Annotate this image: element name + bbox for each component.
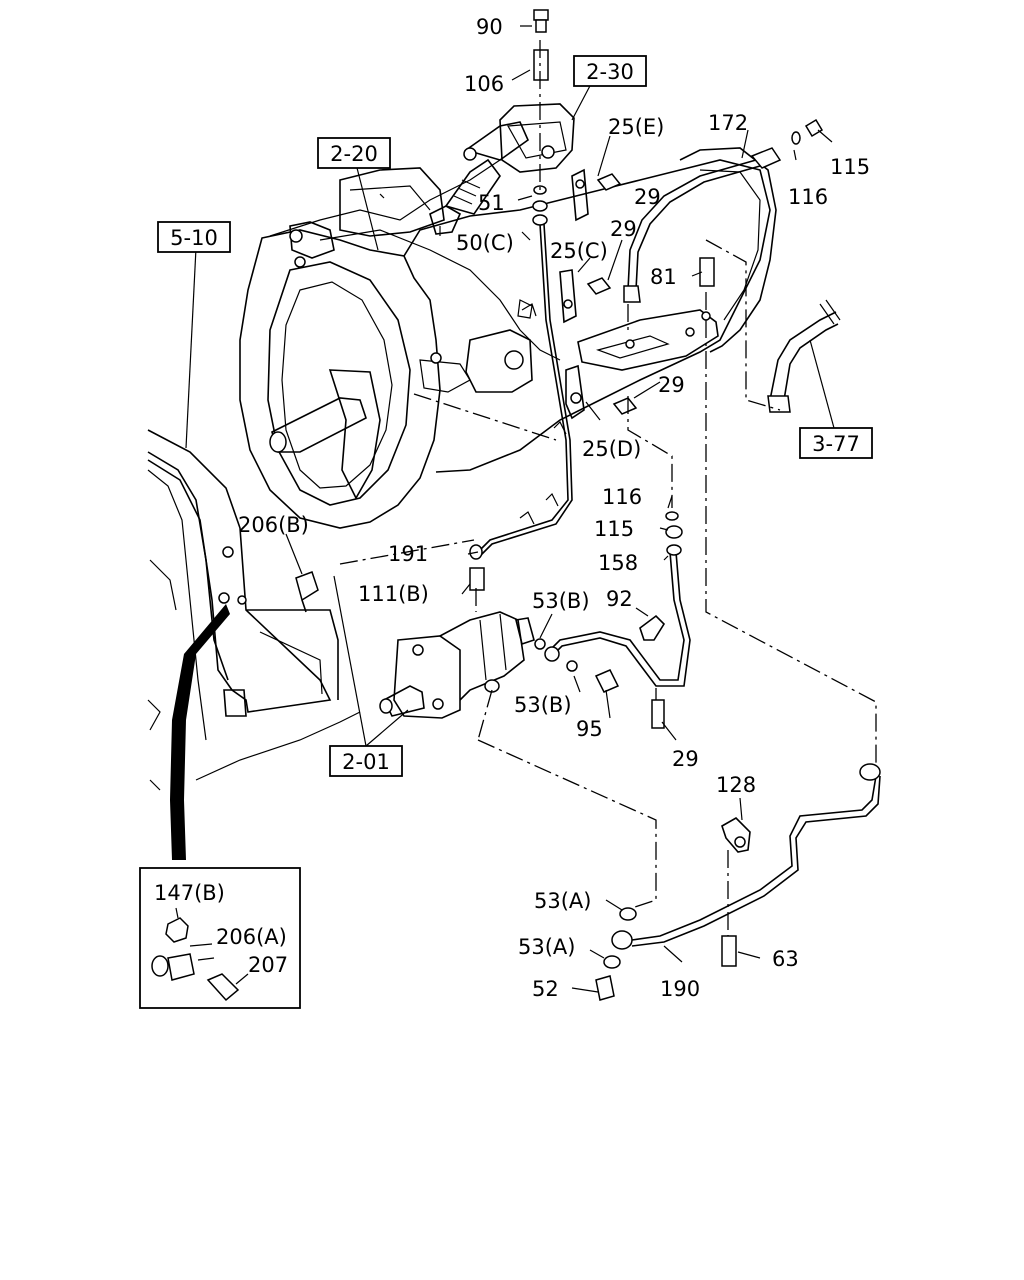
callout-128: 128 bbox=[716, 773, 756, 797]
callout-25e: 25(E) bbox=[608, 115, 664, 139]
clamp-icon bbox=[167, 953, 195, 981]
detail-inset: 147(B) 206(A) 207 bbox=[139, 867, 301, 1009]
callout-63: 63 bbox=[772, 947, 799, 971]
callout-115-top: 115 bbox=[830, 155, 870, 179]
callout-25c: 25(C) bbox=[550, 239, 608, 263]
fasteners bbox=[295, 9, 824, 1001]
reference-box-2-01: 2-01 bbox=[329, 745, 403, 777]
bolt-icon bbox=[206, 973, 240, 1002]
callout-92: 92 bbox=[606, 587, 633, 611]
ref-label: 5-10 bbox=[170, 226, 218, 250]
callout-53a-b: 53(A) bbox=[518, 935, 575, 959]
callout-116-lower: 116 bbox=[602, 485, 642, 509]
ref-label: 2-20 bbox=[330, 142, 378, 166]
callout-206b: 206(B) bbox=[238, 513, 309, 537]
leader-lines bbox=[185, 25, 877, 993]
callout-labels: 90 106 25(E) 172 115 116 29 51 50(C) 29 … bbox=[238, 15, 870, 1001]
clutch-slave-cylinder bbox=[379, 611, 535, 719]
callout-25d: 25(D) bbox=[582, 437, 641, 461]
callout-158: 158 bbox=[598, 551, 638, 575]
transmission-housing bbox=[239, 103, 777, 529]
brackets bbox=[559, 168, 751, 853]
callout-29-a: 29 bbox=[634, 185, 661, 209]
callout-95: 95 bbox=[576, 717, 603, 741]
nut-icon bbox=[165, 917, 189, 943]
ref-label: 3-77 bbox=[812, 432, 860, 456]
callout-111b: 111(B) bbox=[358, 582, 429, 606]
inset-callout-147b: 147(B) bbox=[154, 881, 225, 905]
callout-52: 52 bbox=[532, 977, 559, 1001]
reference-box-2-20: 2-20 bbox=[317, 137, 391, 169]
clamp-loop-icon bbox=[151, 955, 169, 977]
reference-box-3-77: 3-77 bbox=[799, 427, 873, 459]
callout-190: 190 bbox=[660, 977, 700, 1001]
callout-53b-a: 53(B) bbox=[532, 589, 590, 613]
callout-172: 172 bbox=[708, 111, 748, 135]
callout-29-c: 29 bbox=[658, 373, 685, 397]
callout-50c: 50(C) bbox=[456, 231, 514, 255]
callout-115-lower: 115 bbox=[594, 517, 634, 541]
reference-box-2-30: 2-30 bbox=[573, 55, 647, 87]
callout-53a-a: 53(A) bbox=[534, 889, 591, 913]
ref-label: 2-01 bbox=[342, 750, 390, 774]
callout-53b-b: 53(B) bbox=[514, 693, 572, 717]
callout-81: 81 bbox=[650, 265, 677, 289]
inset-callout-206a: 206(A) bbox=[216, 925, 287, 949]
callout-51: 51 bbox=[478, 191, 505, 215]
callout-116-top: 116 bbox=[788, 185, 828, 209]
callout-29-b: 29 bbox=[610, 217, 637, 241]
callout-191: 191 bbox=[388, 542, 428, 566]
inset-callout-207: 207 bbox=[248, 953, 288, 977]
callout-106: 106 bbox=[464, 72, 504, 96]
frame-rail bbox=[147, 429, 361, 791]
pipes-and-hoses bbox=[469, 147, 881, 950]
callout-90: 90 bbox=[476, 15, 503, 39]
ref-label: 2-30 bbox=[586, 60, 634, 84]
callout-29-d: 29 bbox=[672, 747, 699, 771]
reference-box-5-10: 5-10 bbox=[157, 221, 231, 253]
inset-pointer-arrow bbox=[170, 604, 230, 860]
